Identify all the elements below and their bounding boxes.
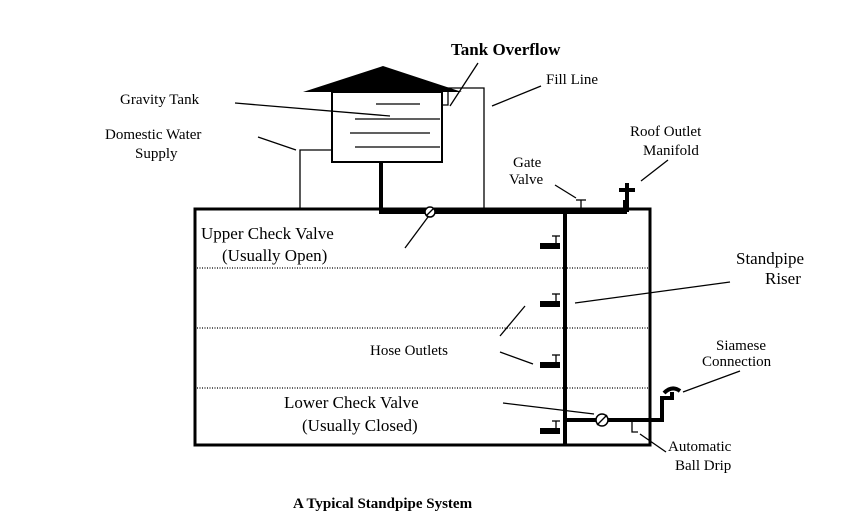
leader-gate-valve	[554, 184, 577, 199]
leader-roof-outlet	[640, 159, 669, 182]
label-siamese-1: Siamese	[716, 338, 766, 354]
leader-gravity-tank	[234, 102, 391, 117]
domestic-supply-pipe	[299, 149, 332, 209]
label-ball-drip-2: Ball Drip	[675, 458, 731, 474]
overflow-pipe	[442, 87, 485, 209]
leader-lower-check	[502, 402, 595, 415]
label-upper-check-2: (Usually Open)	[222, 246, 327, 265]
label-fill-line: Fill Line	[546, 72, 598, 88]
label-gate-valve-1: Gate	[513, 155, 542, 171]
lower-check-valve-slash	[596, 414, 608, 426]
label-standpipe-2: Riser	[765, 269, 801, 288]
label-hose-outlets: Hose Outlets	[370, 343, 448, 359]
siamese-pipe	[565, 392, 674, 422]
leader-hose-outlets-1	[499, 305, 526, 337]
gravity-tank	[331, 91, 443, 163]
hose-outlet-1	[540, 235, 560, 249]
hose-outlet-3	[540, 354, 560, 368]
diagram-caption: A Typical Standpipe System	[293, 496, 473, 512]
label-siamese-2: Connection	[702, 354, 772, 370]
building-outline	[193, 207, 652, 447]
hose-outlet-4	[540, 420, 560, 434]
leader-fill-line	[491, 85, 542, 107]
label-roof-outlet-1: Roof Outlet	[630, 124, 702, 140]
tank-roof	[303, 66, 462, 92]
label-roof-outlet-2: Manifold	[643, 143, 699, 159]
upper-check-valve-slash	[425, 207, 435, 217]
label-lower-check-1: Lower Check Valve	[284, 393, 419, 412]
label-tank-overflow: Tank Overflow	[451, 40, 561, 59]
leader-hose-outlets-2	[499, 351, 534, 365]
tank-down-pipe	[379, 162, 627, 214]
label-gravity-tank: Gravity Tank	[120, 92, 200, 108]
leader-tank-overflow	[449, 62, 479, 107]
label-gate-valve-2: Valve	[509, 172, 543, 188]
leader-domestic-water	[257, 136, 297, 151]
label-domestic-water-1: Domestic Water	[105, 127, 201, 143]
leader-siamese	[682, 370, 741, 393]
siamese-connection	[662, 386, 682, 395]
hose-outlet-2	[540, 293, 560, 307]
label-ball-drip-1: Automatic	[668, 439, 732, 455]
label-lower-check-2: (Usually Closed)	[302, 416, 418, 435]
leader-upper-check	[404, 216, 429, 249]
label-upper-check-1: Upper Check Valve	[201, 224, 334, 243]
leader-standpipe	[574, 281, 731, 304]
label-standpipe-1: Standpipe	[736, 249, 804, 268]
leader-ball-drip	[639, 433, 667, 453]
label-domestic-water-2: Supply	[135, 146, 178, 162]
ball-drip	[631, 420, 638, 433]
